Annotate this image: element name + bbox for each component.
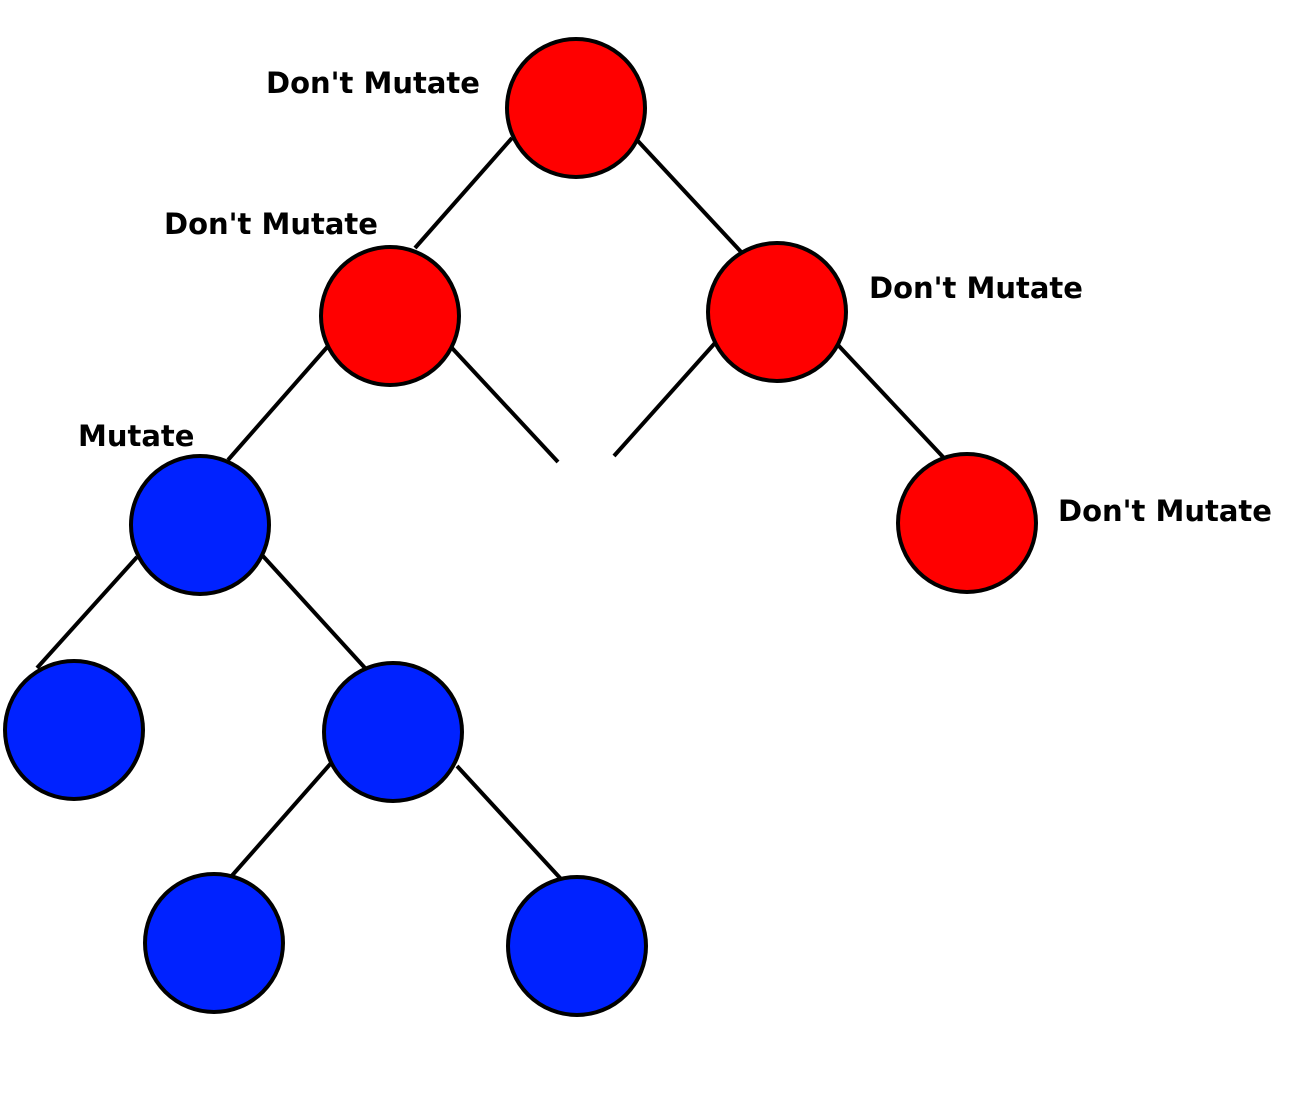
tree-node-left-left xyxy=(129,454,271,596)
label-root: Don't Mutate xyxy=(266,66,480,100)
tree-node-left-left-right xyxy=(322,661,464,803)
label-right-right: Don't Mutate xyxy=(1058,494,1272,528)
tree-node-right-right xyxy=(896,452,1038,594)
tree-node-left-left-right-right xyxy=(506,875,648,1017)
nodes xyxy=(3,37,1038,1017)
edge-right-stub-left xyxy=(612,341,717,458)
edge-llr-llrl xyxy=(227,760,334,881)
edge-ll-lll xyxy=(35,555,139,670)
edge-root-left xyxy=(413,136,514,250)
edge-ll-llr xyxy=(260,553,367,670)
tree-node-right xyxy=(706,241,848,383)
label-left-left: Mutate xyxy=(78,419,194,453)
edge-root-right xyxy=(635,138,745,256)
tree-node-left-left-right-left xyxy=(143,872,285,1014)
tree-node-left xyxy=(319,245,461,387)
edge-llr-llrr xyxy=(455,764,563,881)
tree-node-root xyxy=(505,37,647,179)
labels: Don't Mutate Don't Mutate Don't Mutate M… xyxy=(78,66,1272,528)
label-left: Don't Mutate xyxy=(164,207,378,241)
edge-right-right-right xyxy=(836,343,946,460)
edges xyxy=(35,136,946,881)
tree-node-left-left-left xyxy=(3,659,145,801)
edge-left-left-left xyxy=(226,343,331,462)
edge-left-stub-right xyxy=(450,346,560,464)
label-right: Don't Mutate xyxy=(869,271,1083,305)
